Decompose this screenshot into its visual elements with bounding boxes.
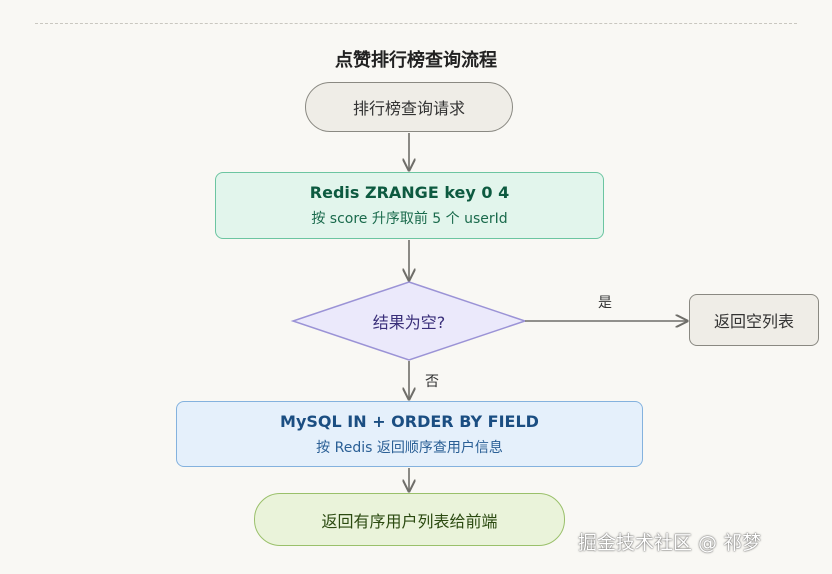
start-node-label: 排行榜查询请求 xyxy=(352,99,465,118)
empty-node-label: 返回空列表 xyxy=(713,312,794,331)
redis-node-subtitle: 按 score 升序取前 5 个 userId xyxy=(311,211,508,227)
edge-label-yes: 是 xyxy=(598,295,612,311)
redis-node-title: Redis ZRANGE key 0 4 xyxy=(309,183,510,202)
decision-diamond xyxy=(290,281,528,361)
redis-zrange-node: Redis ZRANGE key 0 4 按 score 升序取前 5 个 us… xyxy=(215,172,604,239)
mysql-node-title: MySQL IN + ORDER BY FIELD xyxy=(280,411,539,431)
mysql-node-subtitle: 按 Redis 返回顺序查用户信息 xyxy=(316,439,503,456)
watermark: 掘金技术社区 @ 祁梦 xyxy=(578,532,762,554)
edge-label-no: 否 xyxy=(425,374,439,390)
start-node: 排行榜查询请求 xyxy=(305,82,513,132)
mysql-query-node: MySQL IN + ORDER BY FIELD 按 Redis 返回顺序查用… xyxy=(176,401,643,467)
end-node: 返回有序用户列表给前端 xyxy=(254,493,565,546)
top-divider xyxy=(35,23,797,24)
empty-list-node: 返回空列表 xyxy=(689,294,819,346)
decision-label: 结果为空? xyxy=(372,313,446,332)
diagram-title: 点赞排行榜查询流程 xyxy=(335,50,497,71)
end-node-label: 返回有序用户列表给前端 xyxy=(321,511,498,531)
